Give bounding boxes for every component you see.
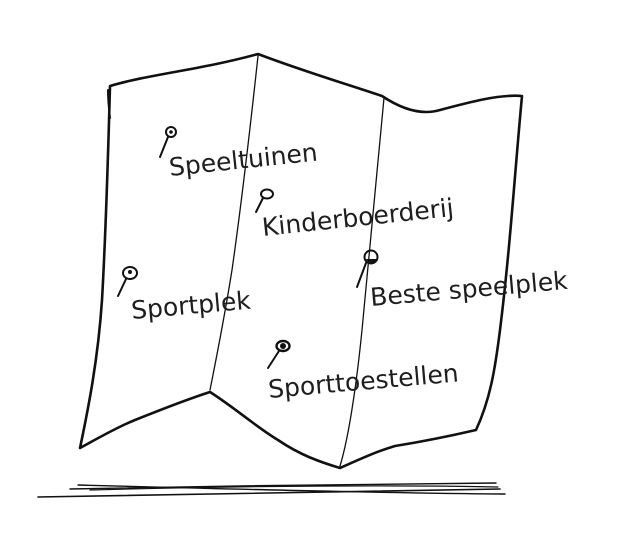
- map-pin-icon: [159, 126, 177, 158]
- pin-label: Sporttoestellen: [267, 358, 460, 404]
- pin-label: Sportplek: [130, 286, 252, 325]
- folded-map: [78, 52, 524, 470]
- pin-label: Kinderboerderij: [261, 193, 456, 242]
- map-pin-sportplek[interactable]: Sportplek: [117, 266, 252, 325]
- map-pin-sporttoestellen[interactable]: Sporttoestellen: [267, 339, 460, 404]
- fold-line-left: [209, 55, 259, 391]
- map-pin-kinderboerderij[interactable]: Kinderboerderij: [255, 188, 456, 242]
- map-pin-icon: [117, 266, 138, 297]
- map-pin-icon: [255, 188, 274, 213]
- fold-line-right: [339, 97, 385, 467]
- map-shadow: [37, 482, 506, 498]
- map-pin-icon: [356, 249, 379, 288]
- map-pin-speeltuinen[interactable]: Speeltuinen: [159, 126, 319, 182]
- pin-label: Speeltuinen: [168, 138, 319, 182]
- map-pin-beste-speelplek[interactable]: Beste speelplek: [356, 249, 569, 312]
- pin-label: Beste speelplek: [369, 266, 569, 312]
- map-pin-icon: [267, 339, 291, 369]
